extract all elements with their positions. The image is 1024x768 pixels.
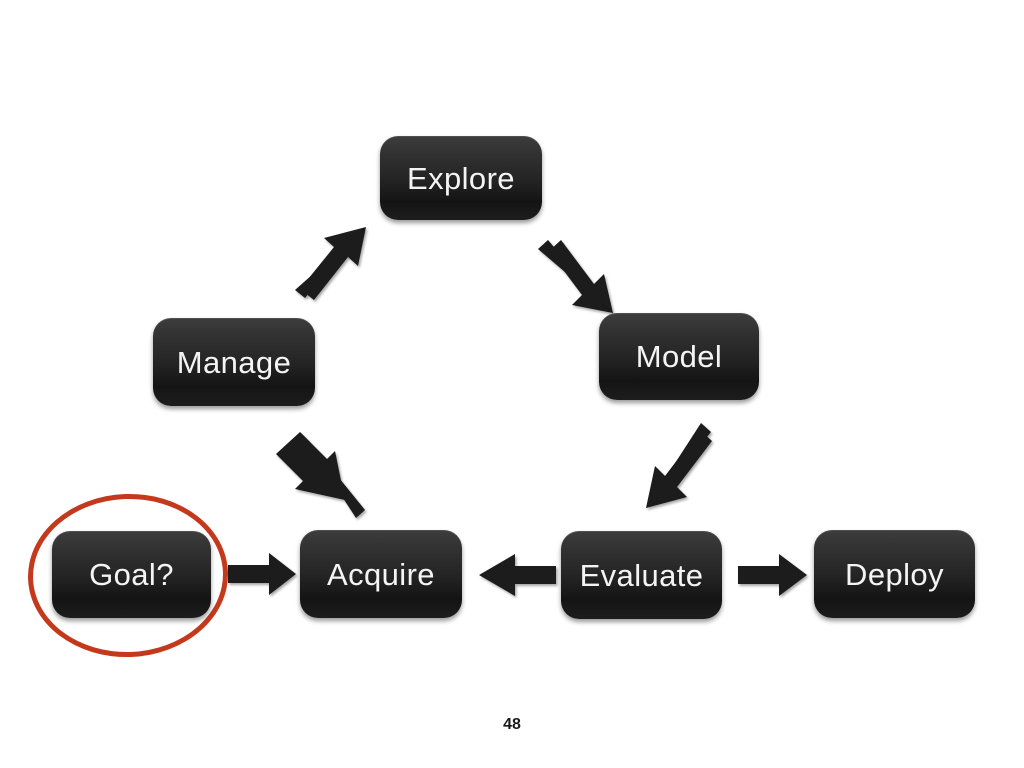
page-number: 48 (503, 716, 521, 733)
node-model-label: Model (635, 339, 723, 374)
node-goal-label: Goal? (89, 557, 174, 592)
node-manage[interactable]: Manage (153, 318, 315, 406)
arrow-evaluate-to-acquire (479, 554, 556, 596)
node-evaluate[interactable]: Evaluate (561, 531, 722, 619)
node-explore[interactable]: Explore (380, 136, 542, 220)
arrow-acquire-to-manage (276, 432, 365, 518)
arrow-model-to-evaluate (646, 423, 712, 508)
arrow-evaluate-to-deploy (738, 554, 807, 596)
node-manage-label: Manage (176, 344, 292, 380)
node-model[interactable]: Model (599, 313, 759, 400)
arrow-goal-to-acquire (228, 553, 296, 595)
node-acquire-label: Acquire (327, 556, 435, 592)
node-acquire[interactable]: Acquire (300, 530, 462, 618)
node-deploy-label: Deploy (845, 556, 944, 592)
node-evaluate-label: Evaluate (579, 557, 704, 593)
node-deploy[interactable]: Deploy (814, 530, 975, 618)
node-explore-label: Explore (407, 160, 515, 196)
node-goal[interactable]: Goal? (52, 531, 211, 618)
arrow-manage-to-explore (295, 227, 366, 300)
arrow-explore-to-model (538, 240, 613, 313)
